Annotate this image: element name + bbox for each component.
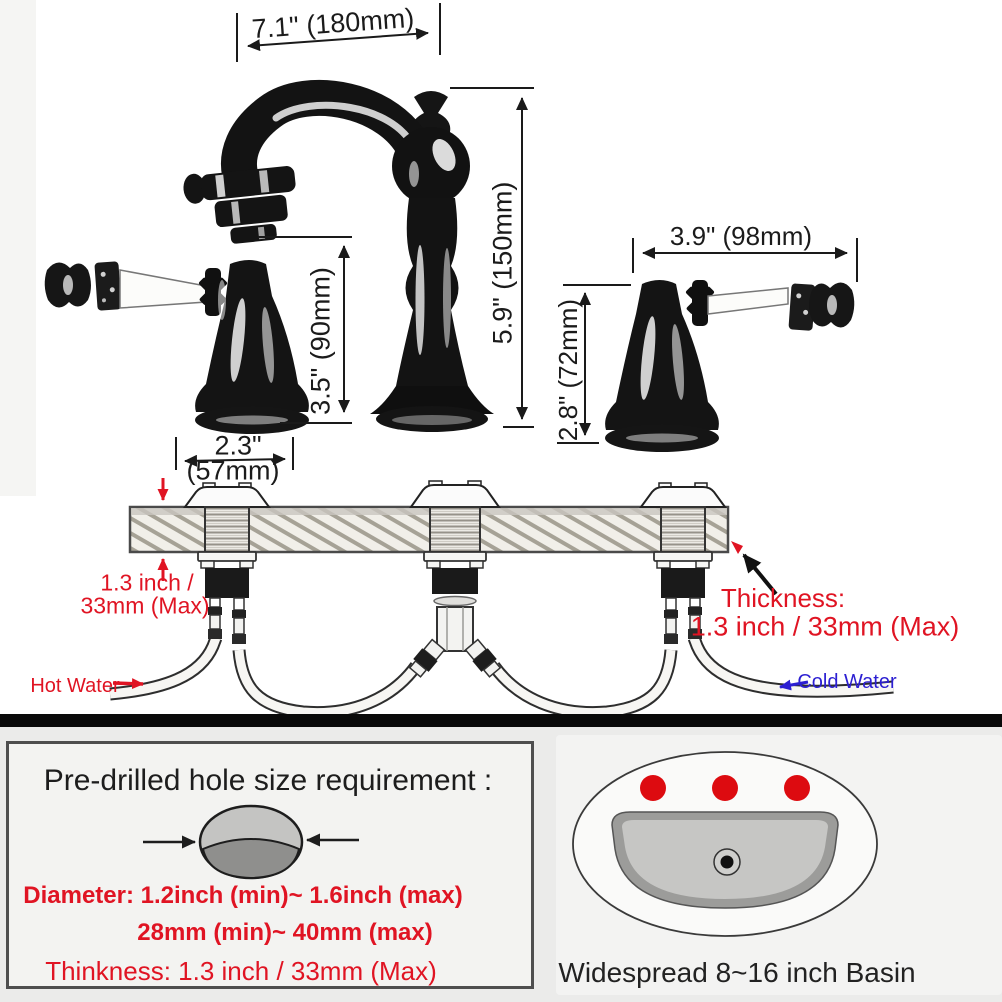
dim-handle-height: 2.8" (72mm) — [553, 298, 583, 442]
supply-hoses — [109, 635, 894, 714]
cold-water-label: Cold Water — [797, 671, 897, 693]
hole-thickness: Thinkness: 1.3 inch / 33mm (Max) — [45, 956, 437, 986]
section-divider — [0, 714, 1002, 727]
tee-right-port — [464, 638, 502, 678]
left-valve-mount — [183, 482, 271, 644]
center-spout-mount — [408, 480, 502, 678]
hole-diameter-mm: 28mm (min)~ 40mm (max) — [137, 919, 433, 946]
cold-water-arrow — [779, 679, 809, 691]
drain-hole — [720, 855, 734, 869]
deck-thickness-line2: 33mm (Max) — [80, 592, 210, 619]
center-to-right-hose — [488, 649, 678, 714]
annotation-arrows — [112, 478, 809, 691]
drilled-hole-figure — [143, 804, 359, 880]
faucet-hole-right — [784, 775, 810, 801]
dim-spout-height: 5.9" (150mm) — [487, 181, 518, 345]
faucet-hole-left — [640, 775, 666, 801]
faucet-technical-drawing — [44, 3, 894, 714]
faucet-hole-center — [712, 775, 738, 801]
hole-requirement-title: Pre-drilled hole size requirement : — [43, 764, 493, 797]
photo-edge-strip — [0, 0, 36, 496]
bottom-illustrations — [143, 751, 878, 937]
dim-handle-width: 3.9" (98mm) — [669, 221, 813, 251]
thickness-value: 1.3 inch / 33mm (Max) — [690, 611, 960, 642]
faucet-spout-illustration — [183, 79, 494, 432]
right-handle-illustration — [605, 280, 855, 452]
dimension-lines — [175, 3, 858, 470]
spout-outlet-tip — [183, 166, 296, 244]
thickness-label: Thickness: — [720, 583, 846, 613]
hole-diameter-inch: Diameter: 1.2inch (min)~ 1.6inch (max) — [23, 882, 463, 909]
right-valve-mount — [639, 482, 727, 644]
basin-top-view — [572, 751, 878, 937]
basin-caption: Widespread 8~16 inch Basin — [558, 957, 916, 988]
cold-water-hose — [687, 635, 894, 698]
hot-water-label: Hot Water — [30, 675, 120, 697]
deck-thickness-line1: 1.3 inch / — [100, 569, 194, 596]
left-handle-illustration — [44, 260, 309, 434]
dim-spout-outlet-height: 3.5" (90mm) — [305, 267, 336, 415]
hot-water-hose — [109, 635, 223, 701]
thickness-arrow-red-tip — [731, 541, 743, 554]
dim-base-width-mm: (57mm) — [186, 455, 280, 486]
dim-base-width-inch: 2.3" — [214, 430, 262, 461]
hot-water-arrow — [112, 678, 144, 690]
left-to-center-hose — [232, 649, 422, 714]
tee-left-port — [408, 638, 446, 678]
thickness-black-arrow — [742, 553, 778, 596]
